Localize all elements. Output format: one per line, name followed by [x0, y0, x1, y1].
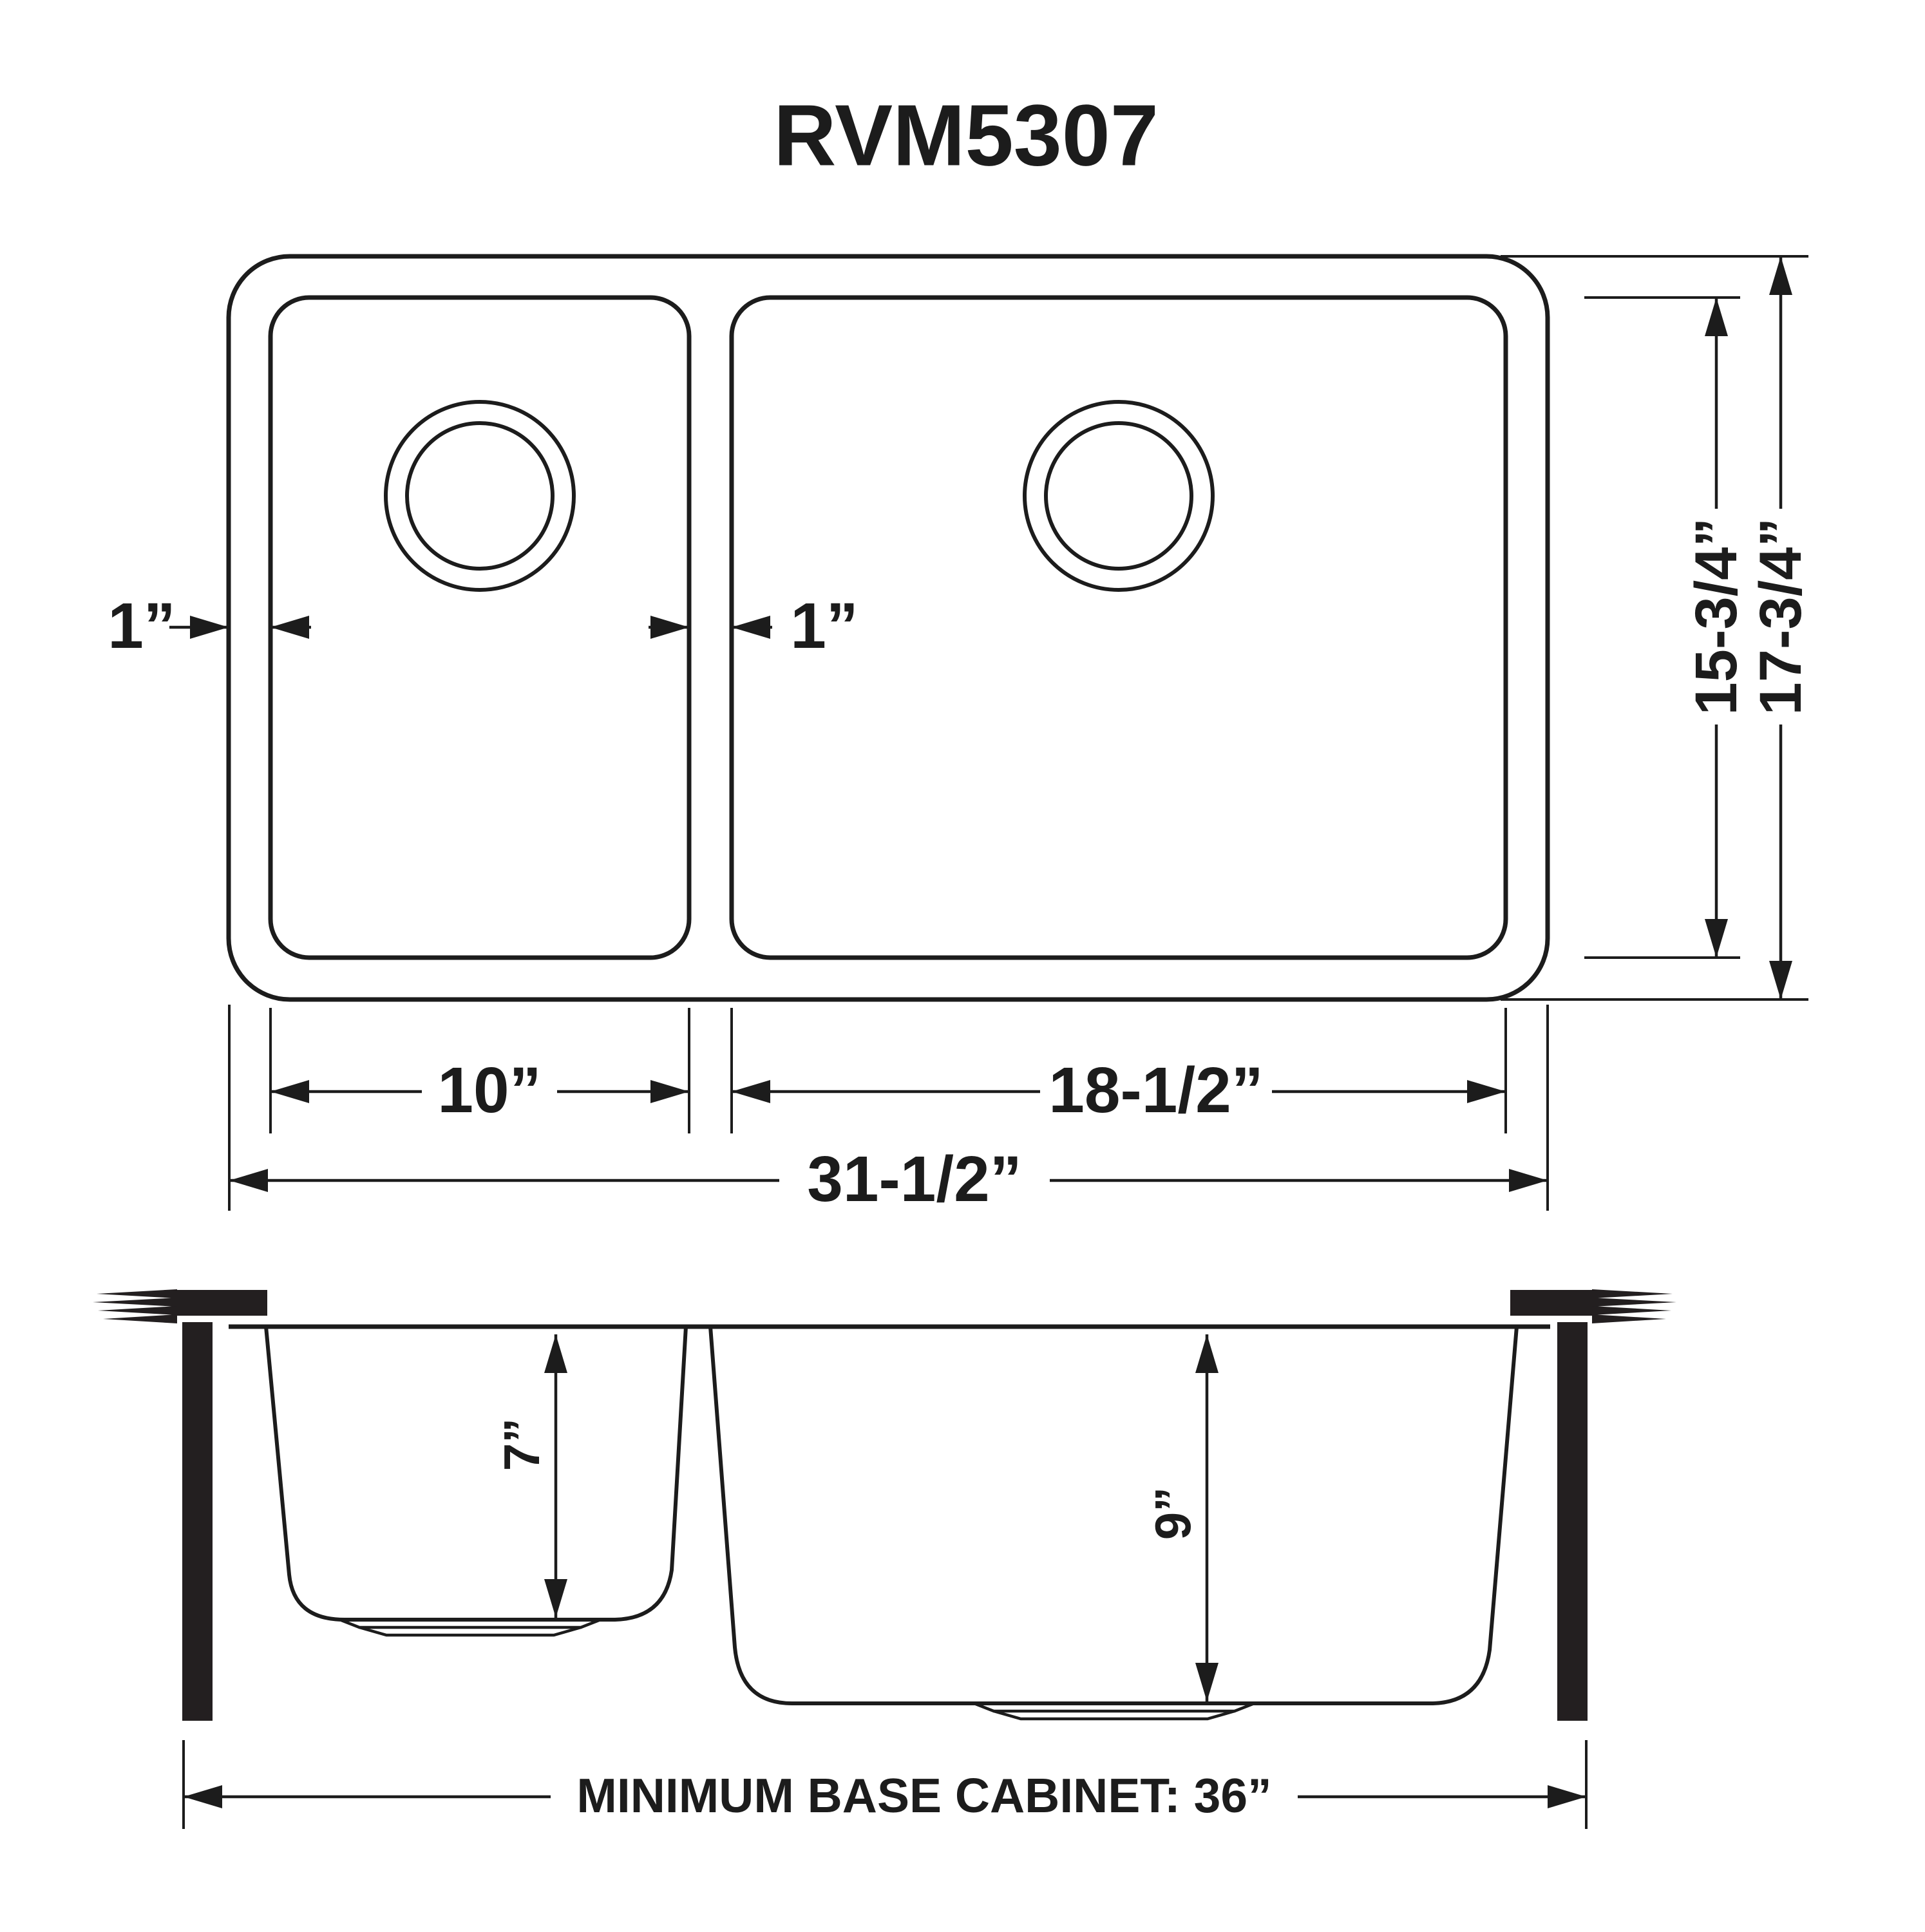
large-bowl-drain-inner [1044, 421, 1193, 571]
dim-label-overall-front-to-back: 17-3/4” [1748, 518, 1814, 715]
dim-label-base-cabinet: MINIMUM BASE CABINET: 36” [576, 1768, 1271, 1823]
dim-label-large-bowl-depth: 9” [1144, 1487, 1201, 1540]
large-bowl-drain-outer [1023, 400, 1215, 592]
small-bowl-drain-inner [405, 421, 555, 571]
top-view: 1” 1” 15-3/4” 17-3/4” [108, 254, 1814, 1215]
dim-label-divider: 1” [790, 590, 858, 662]
countertop-left [93, 1289, 267, 1323]
small-bowl-profile [264, 1326, 688, 1622]
dim-small-bowl-depth: 7” [493, 1334, 567, 1618]
small-bowl-drain-profile [341, 1618, 600, 1637]
dim-base-cabinet: MINIMUM BASE CABINET: 36” [182, 1740, 1588, 1829]
side-view: 7” 9” MINIMUM BASE CABINET: 36” [93, 1289, 1676, 1829]
dim-divider: 1” [649, 590, 858, 662]
page-title: RVM5307 [773, 87, 1159, 184]
countertop-right [1510, 1289, 1676, 1323]
dim-left-rim: 1” [108, 590, 311, 662]
dim-label-overall-width: 31-1/2” [807, 1143, 1022, 1215]
dim-label-left-rim: 1” [108, 590, 176, 662]
small-bowl-drain-outer [384, 400, 576, 592]
dim-small-bowl-width: 10” [269, 1008, 690, 1133]
dim-bowl-front-to-back: 15-3/4” [1584, 296, 1749, 959]
dim-label-small-bowl-depth: 7” [493, 1418, 550, 1471]
dim-overall-front-to-back: 17-3/4” [1501, 255, 1814, 1001]
dim-label-bowl-front-to-back: 15-3/4” [1683, 518, 1749, 715]
dim-large-bowl-width: 18-1/2” [730, 1008, 1507, 1133]
cabinet-wall-left [182, 1322, 213, 1721]
dim-label-large-bowl-width: 18-1/2” [1048, 1054, 1264, 1126]
dim-large-bowl-depth: 9” [1144, 1334, 1219, 1701]
small-bowl-outline [268, 295, 692, 960]
large-bowl-drain-profile [975, 1702, 1253, 1721]
dim-overall-width: 31-1/2” [228, 1005, 1549, 1215]
large-bowl-profile [708, 1326, 1519, 1705]
sink-outer-rim [226, 254, 1550, 1002]
dim-label-small-bowl-width: 10” [437, 1054, 541, 1126]
cabinet-wall-right [1557, 1322, 1588, 1721]
